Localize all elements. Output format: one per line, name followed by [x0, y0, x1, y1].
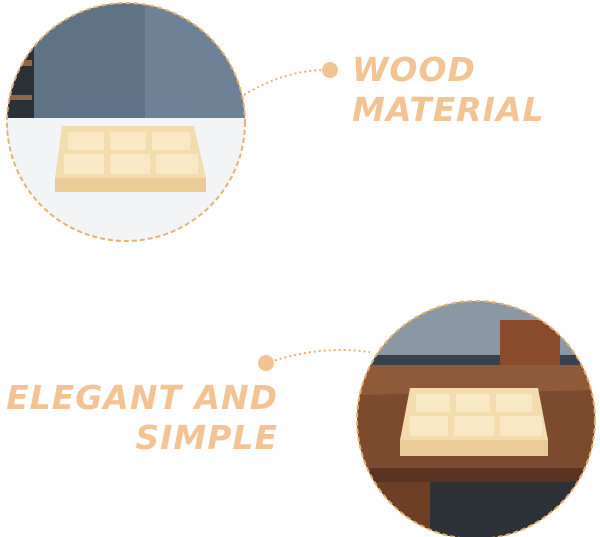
caption-wood-material: WOOD MATERIAL — [352, 50, 545, 130]
photo-circle-border-top — [6, 2, 246, 242]
connector-line-bottom — [269, 348, 371, 363]
caption-line: SIMPLE — [135, 418, 278, 457]
wooden-tray-top — [55, 126, 206, 192]
wooden-tray-bottom — [400, 388, 548, 456]
caption-line: MATERIAL — [352, 90, 545, 129]
wood-tray-photo-top — [7, 3, 245, 241]
photo-circle-border-bottom — [356, 300, 596, 537]
connector-dot-top — [322, 62, 338, 78]
caption-line: ELEGANT AND — [6, 378, 278, 417]
caption-line: WOOD — [352, 50, 476, 89]
caption-elegant-and-simple: ELEGANT AND SIMPLE — [6, 378, 278, 458]
connector-line-top — [243, 69, 327, 96]
connector-dot-bottom — [258, 355, 274, 371]
